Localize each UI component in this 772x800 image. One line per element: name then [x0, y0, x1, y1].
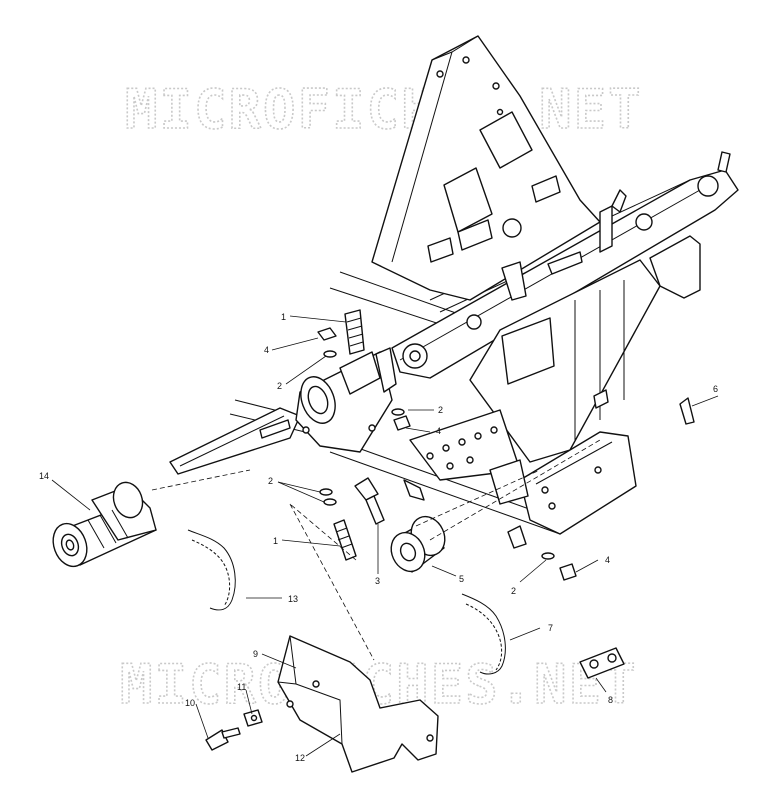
- bearing-housing: [295, 347, 397, 453]
- callout-9: 9: [253, 649, 258, 659]
- callout-4: 4: [264, 345, 269, 355]
- callout-1: 1: [273, 536, 278, 546]
- left-extension-arm: [169, 407, 301, 475]
- upper-cross-arm: [391, 151, 739, 379]
- callout-6: 6: [713, 384, 718, 394]
- drive-roller: [52, 481, 157, 568]
- callout-14: 14: [39, 471, 49, 481]
- base-plate: [507, 431, 637, 549]
- callout-labels: 1 4 2 2 4 6 14 2 1 3 5 2 4 13 7 9 8 11 1…: [39, 312, 718, 763]
- callout-2: 2: [511, 586, 516, 596]
- upright-plate: [371, 35, 601, 301]
- callout-12: 12: [295, 753, 305, 763]
- callout-2: 2: [438, 405, 443, 415]
- callout-2: 2: [268, 476, 273, 486]
- callout-10: 10: [185, 698, 195, 708]
- callout-7: 7: [548, 623, 553, 633]
- callout-4: 4: [436, 426, 441, 436]
- chain-guard: [277, 635, 439, 773]
- diagonal-brace: [403, 409, 529, 505]
- callout-3: 3: [375, 576, 380, 586]
- watermark-top: MICROFICHES.NET: [125, 78, 643, 141]
- callout-5: 5: [459, 574, 464, 584]
- callout-2: 2: [277, 381, 282, 391]
- leader-lines: [51, 315, 719, 757]
- callout-11: 11: [237, 682, 246, 692]
- idler-roller: [390, 515, 446, 573]
- chain-left: [187, 529, 236, 611]
- chain-link-pins: [579, 647, 625, 679]
- support-column: [469, 259, 661, 463]
- callout-1: 1: [281, 312, 286, 322]
- chain-right: [461, 593, 506, 675]
- callout-4: 4: [605, 555, 610, 565]
- callout-13: 13: [288, 594, 298, 604]
- callout-8: 8: [608, 695, 613, 705]
